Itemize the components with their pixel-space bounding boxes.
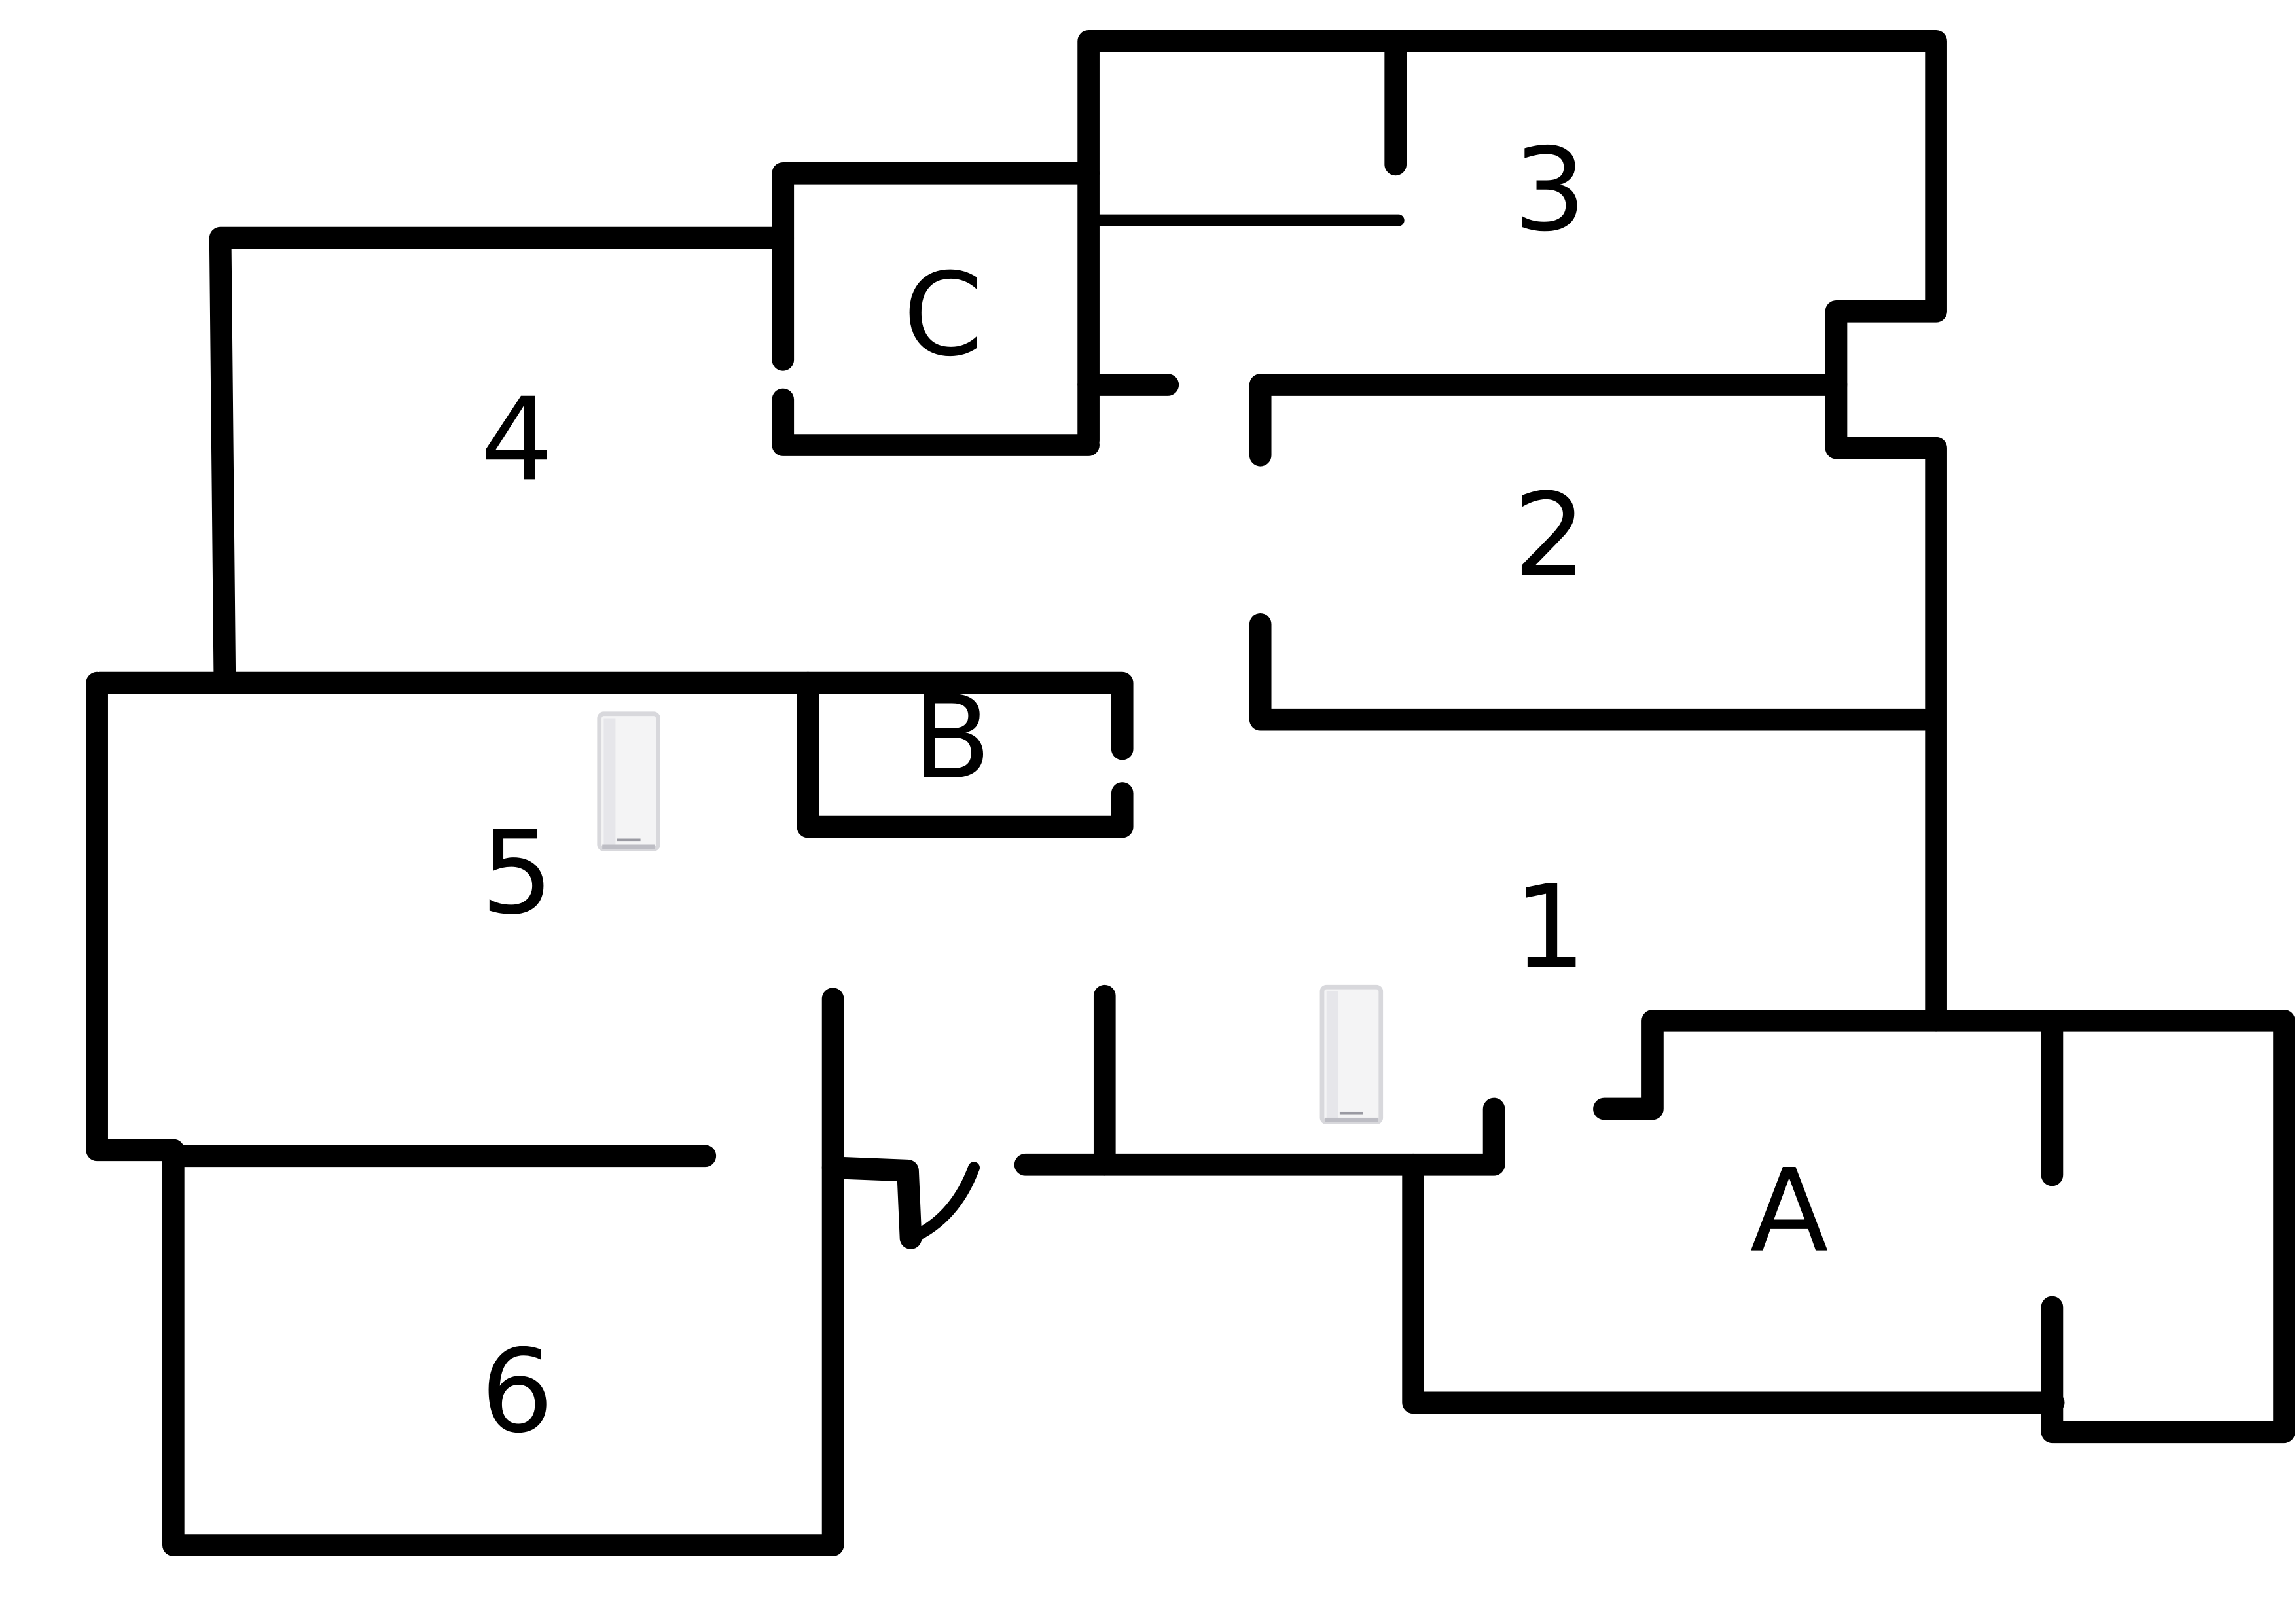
door-arc xyxy=(905,1162,980,1244)
room-label-2: 2 xyxy=(1513,469,1586,602)
wall-room-5-left xyxy=(86,671,185,1162)
room-label-5: 5 xyxy=(480,807,553,940)
wall-room-4 xyxy=(209,226,795,694)
wall-room-c xyxy=(772,162,1100,371)
wifi-router-icon[interactable] xyxy=(1319,984,1384,1125)
routers xyxy=(597,711,1384,1125)
wall-room-b xyxy=(797,671,1134,838)
wall-room-c-bottom xyxy=(772,388,1100,456)
room-label-6: 6 xyxy=(480,1326,553,1459)
room-label-c: C xyxy=(903,249,983,382)
wall-room-2-top xyxy=(1249,374,1848,467)
room-label-3: 3 xyxy=(1513,124,1586,257)
room-label-a: A xyxy=(1750,1145,1829,1278)
wall-room-a-top xyxy=(1593,1009,2295,1444)
wall-room-6 xyxy=(162,988,844,1556)
door-swing xyxy=(821,1156,922,1249)
wall-room-a-left xyxy=(1402,1153,2065,1414)
walls xyxy=(86,30,2295,1556)
wall-room-1-bottom xyxy=(1014,1097,1505,1176)
wall-room-2-bottom xyxy=(1249,613,1935,731)
wall-room-3 xyxy=(1077,30,1947,1032)
room-labels: 3 C 4 2 B 5 1 A 6 xyxy=(480,124,1828,1459)
room-label-4: 4 xyxy=(480,374,553,507)
room-label-1: 1 xyxy=(1513,861,1586,994)
wifi-router-icon[interactable] xyxy=(597,711,660,851)
room-label-b: B xyxy=(912,672,991,805)
